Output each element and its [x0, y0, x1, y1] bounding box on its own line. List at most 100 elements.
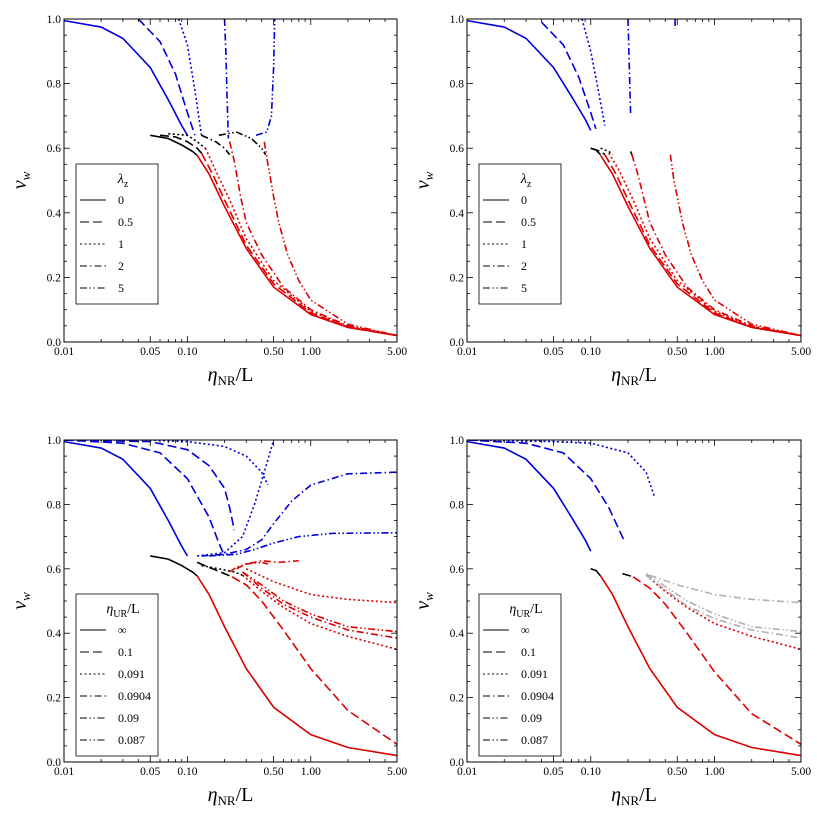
y-tick-label: 0.4	[47, 208, 62, 220]
x-tick-label: 5.00	[387, 346, 407, 358]
x-tick-label: 5.00	[791, 766, 811, 778]
series-line-13	[242, 571, 397, 639]
series-line-10	[196, 575, 397, 757]
series-line-11	[200, 152, 397, 337]
series-line-8	[201, 134, 231, 156]
series-line-10	[649, 574, 801, 604]
y-tick-label: 0.6	[47, 564, 62, 576]
series-line-12	[631, 154, 801, 337]
legend-box	[75, 593, 159, 757]
series-line-4	[622, 572, 634, 578]
series-line-11	[231, 576, 397, 745]
series-line-7	[168, 132, 206, 149]
series-line-1	[64, 440, 226, 557]
legend-entry: 0.5	[118, 215, 133, 229]
y-tick-label: 0.0	[47, 757, 62, 769]
series-line-12	[242, 574, 397, 651]
series-line-10	[196, 154, 397, 337]
series-line-11	[608, 152, 801, 337]
legend-box	[478, 163, 562, 305]
legend-box	[478, 593, 562, 757]
y-tick-label: 0.4	[450, 208, 465, 220]
x-axis-label: ηNR/L	[208, 364, 254, 388]
x-tick-label: 1.00	[301, 346, 321, 358]
series-group	[64, 440, 397, 757]
legend-entry: 5	[118, 281, 124, 295]
x-tick-label: 0.10	[177, 766, 197, 778]
x-tick-label: 5.00	[387, 766, 407, 778]
x-axis-label: ηNR/L	[208, 784, 254, 808]
series-line-14	[242, 571, 397, 633]
series-line-16	[236, 559, 299, 570]
legend-entry: 0.0904	[521, 689, 554, 703]
series-group	[467, 440, 801, 757]
y-tick-label: 0.4	[450, 628, 465, 640]
y-tick-label: 1.0	[450, 435, 465, 447]
legend-entry: 5	[521, 281, 527, 295]
legend-title: ηUR/L	[509, 602, 542, 620]
x-tick-label: 1.00	[704, 766, 724, 778]
x-tick-label: 0.10	[581, 766, 601, 778]
y-tick-label: 0.2	[47, 272, 62, 284]
series-line-1	[540, 21, 597, 130]
x-tick-label: 0.50	[264, 766, 284, 778]
series-line-0	[64, 19, 189, 136]
legend-entry: 2	[118, 259, 124, 273]
legend-title: ηUR/L	[106, 602, 139, 620]
x-tick-label: 0.10	[177, 346, 197, 358]
series-line-8	[645, 574, 801, 639]
y-tick-label: 0.8	[47, 499, 62, 511]
x-tick-label: 5.00	[791, 346, 811, 358]
series-line-0	[467, 440, 592, 552]
series-line-9	[201, 564, 243, 576]
legend-entry: 0.087	[118, 733, 145, 747]
series-line-14	[263, 141, 397, 337]
x-tick-label: 0.50	[667, 346, 687, 358]
x-tick-label: 0.50	[264, 346, 284, 358]
legend-entry: 0.087	[521, 733, 548, 747]
legend-entry: 0	[521, 193, 527, 207]
series-line-15	[245, 568, 397, 604]
x-tick-label: 0.01	[457, 766, 477, 778]
series-line-9	[645, 572, 801, 633]
y-axis-label: vw	[412, 592, 436, 610]
series-line-12	[204, 147, 397, 337]
legend-entry: 0.5	[521, 215, 536, 229]
y-tick-label: 0.6	[47, 143, 62, 155]
y-axis-label: vw	[9, 171, 33, 189]
x-tick-label: 0.50	[667, 766, 687, 778]
legend-entry: ∞	[521, 623, 530, 637]
series-line-6	[590, 147, 606, 156]
series-group	[467, 19, 801, 337]
legend-entry: 0.1	[118, 645, 133, 659]
series-line-6	[209, 531, 397, 557]
y-tick-label: 0.2	[47, 693, 62, 705]
x-tick-label: 0.05	[543, 766, 563, 778]
y-tick-label: 0.8	[47, 79, 62, 91]
legend-entry: 1	[521, 237, 527, 251]
series-group	[64, 19, 397, 337]
series-line-0	[64, 440, 189, 557]
series-line-0	[467, 19, 592, 131]
series-line-3	[627, 19, 632, 116]
legend-entry: 0.09	[521, 711, 542, 725]
series-line-5	[150, 134, 198, 156]
legend-entry: 0.0904	[118, 689, 151, 703]
legend-entry: 0.09	[118, 711, 139, 725]
y-tick-label: 0.6	[450, 564, 465, 576]
legend-title: λz	[117, 172, 129, 190]
series-line-8	[196, 561, 233, 578]
series-line-10	[604, 154, 801, 337]
series-line-7	[645, 574, 801, 651]
y-tick-label: 0.0	[47, 337, 62, 349]
series-line-13	[228, 141, 397, 337]
series-line-2	[581, 19, 606, 126]
x-tick-label: 1.00	[704, 346, 724, 358]
series-line-6	[159, 134, 203, 154]
series-line-1	[137, 19, 196, 136]
